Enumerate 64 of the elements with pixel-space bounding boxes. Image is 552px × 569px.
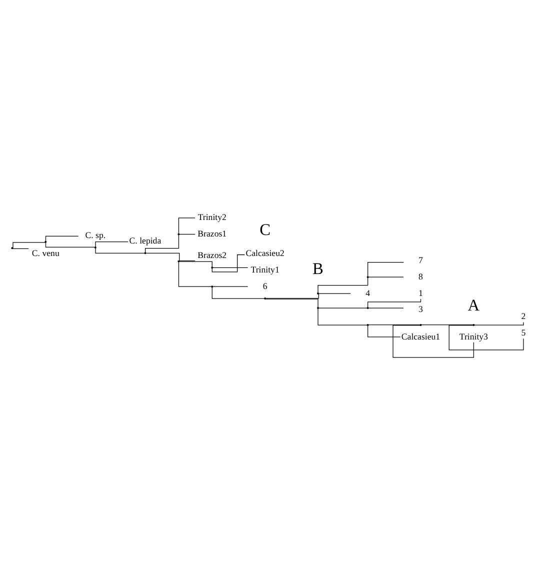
connector [95,241,128,246]
node-point [178,232,180,235]
node-point [178,260,180,262]
label: B [312,258,324,278]
connector [212,254,245,272]
label: C [260,220,271,239]
connector [368,276,404,277]
connector [45,235,79,241]
connector [212,266,248,268]
node-text: 6 [262,280,268,290]
node-text: 3 [418,304,423,314]
node-point [11,246,14,249]
node-text: 2 [521,310,526,321]
connector [368,298,422,307]
node-point [211,266,214,268]
node-point [317,306,319,308]
connector [448,324,524,350]
node-text: Trinity1 [250,264,280,274]
connector [178,217,196,234]
node-text: Trinity3 [459,330,488,341]
node-text: Calcasieu1 [401,330,440,341]
connector [145,234,180,252]
connector [178,261,212,286]
node-text: Calcasieu2 [246,248,284,258]
node-point [264,297,266,300]
node-text: Brazos2 [198,250,227,260]
label: A [468,295,480,314]
node-point [211,285,214,288]
connector [179,233,196,234]
connector [368,262,404,276]
connector [421,324,474,325]
connector [368,325,401,337]
node-point [144,252,146,254]
connector [45,242,96,247]
connector [12,242,46,248]
node-text: C. sp. [85,229,106,240]
connector [266,293,319,298]
connector [212,286,265,298]
connector [179,260,212,267]
connector [474,321,524,325]
node-point [366,306,369,308]
node-text: Brazos1 [198,228,227,238]
node-point [44,240,47,242]
node-text: 5 [521,327,526,338]
node-point [472,324,475,326]
connector [318,308,368,325]
node-point [94,246,96,248]
connector [318,292,351,294]
node-point [317,292,319,294]
connector [392,324,474,358]
connector [368,324,420,325]
node-point [420,324,422,326]
node-text: 1 [418,287,423,298]
node-point [366,324,369,326]
connector [368,307,404,308]
node-text: 8 [418,270,423,281]
node-text: C. lepida [129,235,162,246]
connector [318,277,368,293]
connector [318,307,368,308]
node-text: 7 [418,254,423,265]
node-text: C. venu [32,248,60,258]
connector [95,248,145,253]
node-text: 4 [366,287,370,298]
node-text: Trinity2 [198,212,226,222]
